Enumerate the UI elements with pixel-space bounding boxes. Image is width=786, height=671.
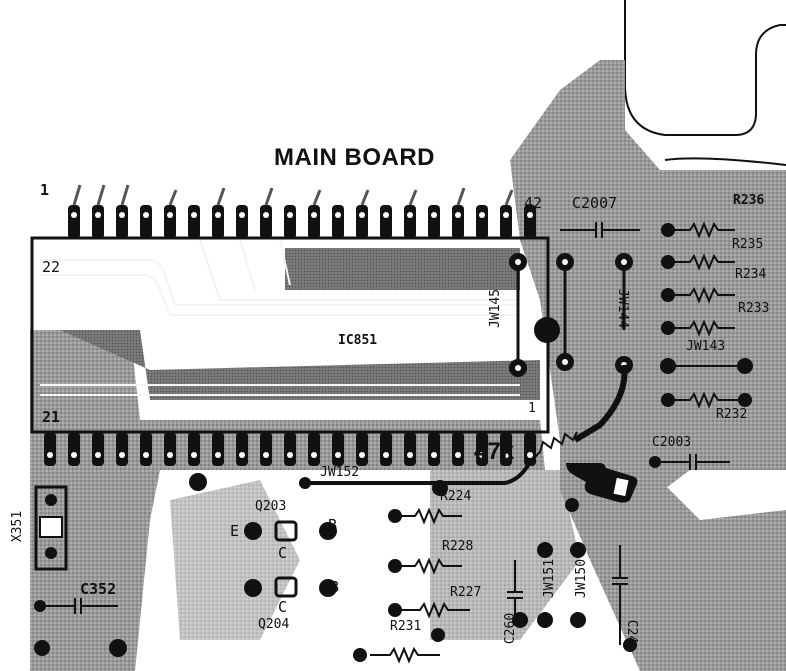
label-jw151: JW151	[542, 558, 558, 599]
label-c260: C260	[503, 612, 519, 645]
ic851-label: IC851	[338, 333, 378, 348]
label-jw145: JW145	[488, 288, 504, 329]
resistor-ladder-r232-r236	[668, 221, 745, 409]
jumper-wires-jw145-jw144	[516, 262, 626, 370]
transistor-q204-symbol	[244, 576, 337, 598]
ic-top-pin-traces	[72, 184, 514, 206]
label-x351: X351	[10, 510, 26, 543]
label-r235: R235	[732, 237, 764, 252]
annotation-47k: 47k	[474, 438, 515, 465]
ic-top-pin-holes	[71, 212, 533, 218]
label-q204: Q204	[258, 617, 290, 632]
pad	[189, 473, 207, 491]
label-jw152: JW152	[320, 465, 360, 480]
label-r231: R231	[390, 619, 422, 634]
transistor-q203-symbol	[244, 520, 337, 542]
ic-pin-label-1: 1	[40, 181, 50, 199]
label-r228: R228	[442, 539, 474, 554]
ic-pin-label-22: 22	[42, 258, 61, 276]
ic-internal-traces	[40, 239, 520, 396]
label-c-q204: C	[278, 598, 288, 616]
ic-top-pins	[68, 205, 536, 239]
label-jw144: JW144	[615, 288, 631, 329]
resistor-pads-right	[660, 223, 753, 407]
modification-wire	[573, 364, 628, 443]
pad	[299, 477, 311, 489]
label-c2007: C2007	[572, 194, 618, 212]
board-title: MAIN BOARD	[274, 144, 435, 171]
resistor-pads-lower	[353, 480, 637, 662]
label-r232: R232	[716, 407, 748, 422]
ic-bottom-pin-holes	[47, 452, 533, 458]
pad	[649, 456, 661, 468]
resistor-47k-symbol	[529, 431, 578, 463]
label-e: E	[230, 522, 240, 540]
ic-pin-label-1-bottom: 1	[528, 401, 536, 416]
pointing-hand-icon	[566, 462, 638, 503]
via-pad-holes	[515, 259, 627, 371]
ic-bottom-pins	[44, 432, 536, 466]
label-b-q203: B	[328, 516, 338, 534]
crystal-x351-symbol	[34, 485, 68, 571]
pad	[34, 600, 46, 612]
label-r224: R224	[440, 489, 472, 504]
resistors-lower-center	[370, 507, 470, 664]
jumper-jw152	[305, 461, 532, 485]
label-r227: R227	[450, 585, 482, 600]
label-b-q204: B	[330, 578, 340, 596]
label-r236: R236	[733, 193, 765, 208]
ic-pin-label-21: 21	[42, 408, 61, 426]
label-c352: C352	[80, 580, 117, 598]
label-jw143: JW143	[686, 339, 726, 354]
label-r233: R233	[738, 301, 770, 316]
capacitor-c2007-symbol	[560, 222, 640, 238]
label-q203: Q203	[255, 499, 287, 514]
label-r234: R234	[735, 267, 767, 282]
pad	[109, 639, 127, 657]
pad	[431, 628, 445, 642]
label-c-q203: C	[278, 544, 288, 562]
pad	[34, 640, 50, 656]
capacitor-c260-c24-symbols	[507, 545, 628, 645]
label-jw150: JW150	[574, 558, 590, 599]
label-c24: C24	[624, 619, 640, 644]
board-edge-outline	[624, 0, 786, 166]
ic-pin-label-42: 42	[524, 194, 543, 212]
label-c2003: C2003	[652, 435, 692, 450]
